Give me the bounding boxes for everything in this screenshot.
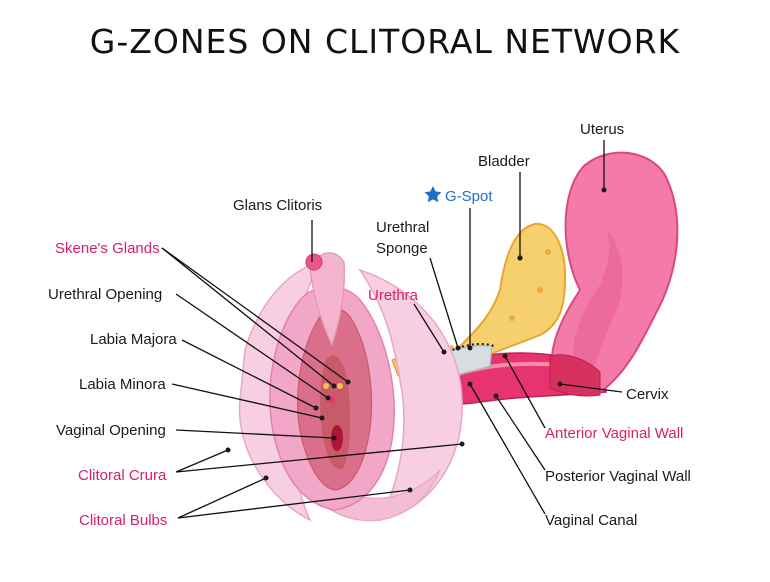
bladder-dot	[509, 315, 515, 321]
bladder-dot	[545, 249, 551, 255]
label-cervix: Cervix	[626, 386, 669, 403]
leader-skenes-glands-b	[161, 247, 349, 383]
label-labia-minora: Labia Minora	[79, 376, 166, 393]
diagram-title: G-ZONES ON CLITORAL NETWORK	[89, 22, 681, 61]
leader-vaginal-canal	[469, 383, 546, 515]
uterus-inner-shade	[573, 228, 623, 378]
dot-posterior-vaginal-wall	[493, 393, 499, 399]
labels: Uterus Bladder G-Spot Glans Clitoris Ure…	[48, 121, 691, 529]
label-bladder: Bladder	[478, 153, 530, 170]
label-vaginal-canal: Vaginal Canal	[545, 512, 637, 529]
label-vaginal-opening: Vaginal Opening	[56, 422, 166, 439]
label-uterus: Uterus	[580, 121, 624, 138]
leader-clitoral-bulbs-b	[177, 489, 411, 519]
leader-skenes-glands-a	[161, 247, 335, 387]
leader-vaginal-opening	[175, 429, 335, 439]
label-clitoral-crura: Clitoral Crura	[78, 467, 167, 484]
dot-clitoral-crura-b	[459, 441, 465, 447]
dot-labia-minora	[319, 415, 325, 421]
dot-anterior-vaginal-wall	[502, 353, 508, 359]
dot-bladder	[517, 255, 523, 261]
cervix-shape	[549, 354, 601, 397]
leader-urethra	[413, 303, 445, 353]
vulva-structure	[238, 252, 463, 522]
skenes-gland-left	[323, 383, 329, 389]
dot-vaginal-opening	[331, 435, 337, 441]
label-glans-clitoris: Glans Clitoris	[233, 197, 322, 214]
leader-labia-majora	[181, 339, 317, 409]
skenes-gland-right	[337, 383, 343, 389]
dot-urethral-opening	[325, 395, 331, 401]
dot-vaginal-canal	[467, 381, 473, 387]
vaginal-opening-shape	[331, 425, 343, 451]
label-urethral-sponge-line1: Urethral	[376, 219, 429, 236]
dot-labia-majora	[313, 405, 319, 411]
dot-uterus	[601, 187, 607, 193]
dot-skenes-glands-a	[331, 383, 337, 389]
label-urethra: Urethra	[368, 287, 419, 304]
clitoral-shaft-shape	[309, 252, 345, 347]
label-labia-majora: Labia Majora	[90, 331, 177, 348]
label-skenes-glands: Skene's Glands	[55, 240, 160, 257]
label-urethral-opening: Urethral Opening	[48, 286, 162, 303]
leader-lines	[161, 140, 623, 519]
dot-clitoral-crura-a	[225, 447, 231, 453]
g-spot-outline	[447, 343, 495, 353]
glans-clitoris-shape	[305, 253, 323, 271]
leader-urethral-opening	[175, 293, 329, 399]
dot-cervix	[557, 381, 563, 387]
label-anterior-vaginal-wall: Anterior Vaginal Wall	[545, 425, 683, 442]
leader-clitoral-crura-a	[175, 449, 229, 473]
leader-clitoral-bulbs-a	[177, 477, 267, 519]
label-urethral-sponge-line2: Sponge	[376, 240, 428, 257]
dot-skenes-glands-b	[345, 379, 351, 385]
leader-anterior-vaginal-wall	[504, 355, 546, 429]
dot-clitoral-bulbs-a	[263, 475, 269, 481]
leader-posterior-vaginal-wall	[495, 395, 546, 471]
label-g-spot: G-Spot	[445, 188, 493, 205]
leader-cervix	[559, 383, 623, 393]
leader-urethral-sponge	[429, 257, 459, 349]
leader-labia-minora	[171, 383, 323, 419]
dot-clitoral-bulbs-b	[407, 487, 413, 493]
dot-urethra	[441, 349, 447, 355]
dot-urethral-sponge	[455, 345, 461, 351]
leader-clitoral-crura-b	[175, 443, 463, 473]
g-spot-star-icon	[424, 186, 442, 203]
bladder-dot	[537, 287, 543, 293]
label-posterior-vaginal-wall: Posterior Vaginal Wall	[545, 468, 691, 485]
dot-g-spot	[467, 345, 473, 351]
label-clitoral-bulbs: Clitoral Bulbs	[79, 512, 167, 529]
bladder-shape	[453, 222, 567, 364]
